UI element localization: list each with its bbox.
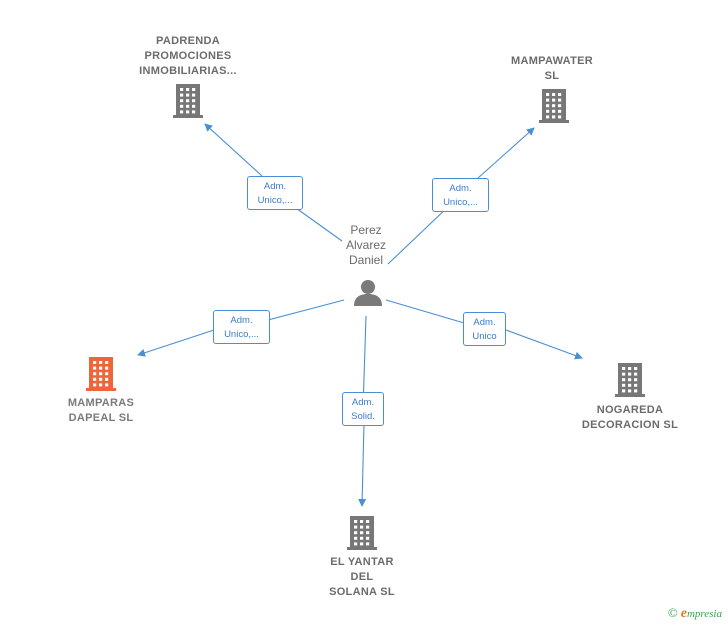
watermark: ©empresia	[668, 605, 722, 622]
company-name-mamparas[interactable]: MAMPARAS DAPEAL SL	[67, 397, 135, 424]
relation-label-mamparas[interactable]: Adm. Unico,...	[213, 310, 270, 344]
company-name-mampawater[interactable]: MAMPAWATER SL	[510, 55, 594, 82]
edge-arrow-mampawater	[477, 127, 535, 179]
person-icon[interactable]	[354, 280, 382, 306]
edge-arrow-elyantar	[358, 423, 367, 507]
company-name-padrenda[interactable]: PADRENDA PROMOCIONES INMOBILIARIAS...	[139, 35, 237, 77]
brand-initial: e	[680, 606, 687, 621]
building-icon-mampawater[interactable]	[539, 89, 569, 123]
brand-name: mpresia	[686, 608, 722, 620]
company-name-elyantar[interactable]: EL YANTAR DEL SOLANA SL	[329, 556, 395, 598]
relation-label-mampawater[interactable]: Adm. Unico,...	[432, 178, 489, 212]
relation-label-elyantar[interactable]: Adm. Solid.	[342, 392, 384, 426]
building-icon-elyantar[interactable]	[347, 516, 377, 550]
edge-arrow-padrenda	[204, 123, 263, 177]
copyright-symbol: ©	[667, 605, 678, 620]
person-name[interactable]: Perez Alvarez Daniel	[345, 223, 386, 267]
company-name-nogareda[interactable]: NOGAREDA DECORACION SL	[581, 404, 679, 431]
building-icon-padrenda[interactable]	[173, 84, 203, 118]
relation-label-padrenda[interactable]: Adm. Unico,...	[247, 176, 303, 210]
edge-arrow-nogareda	[505, 329, 583, 360]
relation-label-nogareda[interactable]: Adm. Unico	[463, 312, 506, 346]
building-icon-mamparas[interactable]	[86, 357, 116, 391]
edge-arrow-mamparas	[137, 329, 215, 357]
building-icon-nogareda[interactable]	[615, 363, 645, 397]
